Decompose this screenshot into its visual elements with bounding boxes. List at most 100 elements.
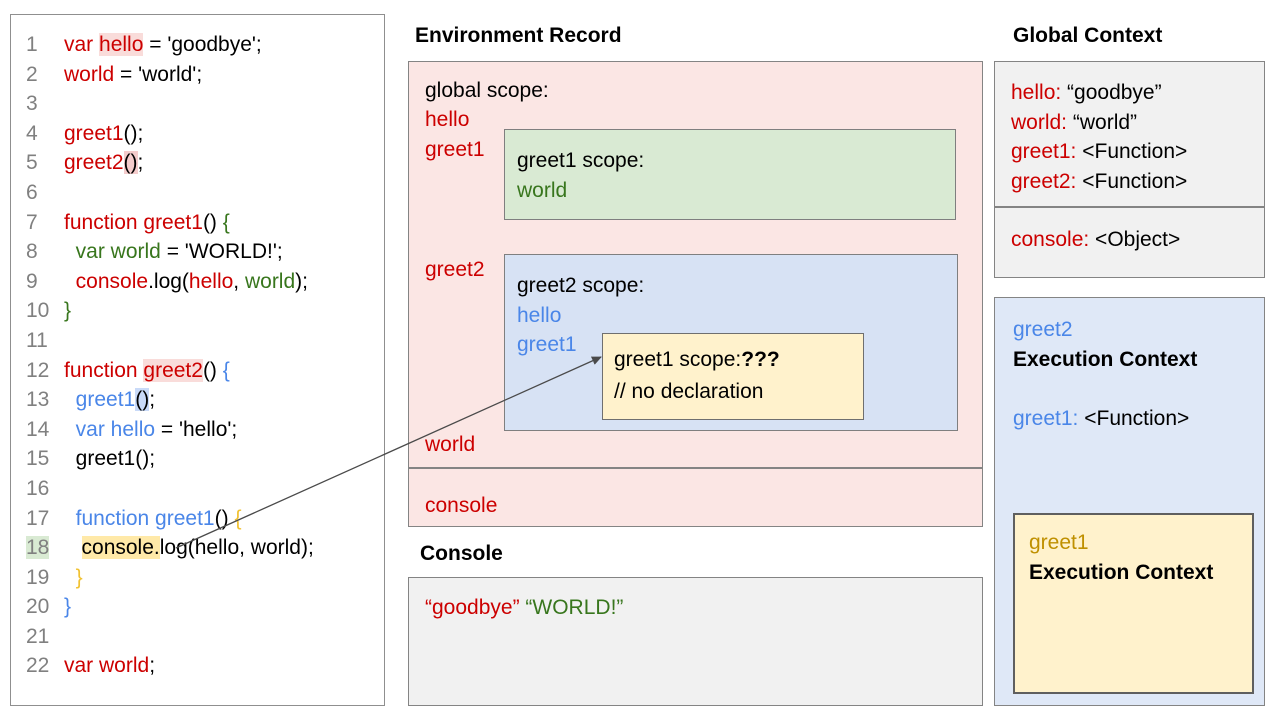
text-segment — [64, 240, 76, 263]
line-number: 20 — [26, 595, 64, 619]
text-segment: “world” — [1067, 110, 1138, 134]
text-segment: greet2 — [143, 358, 203, 382]
line-number: 14 — [26, 418, 64, 442]
line-number: 12 — [26, 359, 64, 383]
text-segment: } — [64, 595, 72, 619]
code-line: 16 — [11, 477, 384, 507]
code-line: 6 — [11, 181, 384, 211]
line-number: 17 — [26, 507, 64, 531]
code-line: 3 — [11, 92, 384, 122]
line-number: 8 — [26, 240, 64, 264]
line-number-text: 9 — [26, 269, 38, 293]
text-segment: hello — [517, 303, 562, 327]
text-segment: hello — [99, 33, 144, 56]
text-segment: var — [64, 33, 100, 56]
code-line: 10} — [11, 299, 384, 329]
text-segment: “goodbye” — [1061, 81, 1162, 104]
text-line: Execution Context — [1029, 558, 1252, 588]
text-segment: hello: — [1011, 81, 1062, 104]
text-segment: greet1 — [64, 121, 124, 145]
text-line: greet1 — [1029, 528, 1252, 558]
code-text: } — [64, 595, 71, 619]
line-number: 13 — [26, 388, 64, 412]
text-line: world — [517, 176, 955, 206]
code-line: 13 greet1(); — [11, 388, 384, 418]
code-line: 9 console.log(hello, world); — [11, 270, 384, 300]
console-variable-box: console — [408, 468, 983, 527]
text-segment: hello — [188, 269, 234, 293]
line-number: 19 — [26, 566, 64, 590]
line-number-text: 1 — [26, 33, 38, 56]
text-segment: greet1 — [1029, 531, 1089, 554]
text-line: hello — [517, 301, 957, 331]
text-segment: greet1(); — [64, 447, 156, 471]
text-segment: } — [75, 565, 83, 589]
global-var-greet1: greet1 — [425, 138, 485, 161]
text-segment: greet1: — [1011, 140, 1077, 163]
global-scope-label: global scope: — [425, 79, 549, 102]
line-number: 9 — [26, 270, 64, 294]
code-text: console.log(hello, world); — [64, 270, 308, 294]
text-segment: } — [64, 299, 72, 323]
code-line: 21 — [11, 625, 384, 655]
code-text: console.log(hello, world); — [64, 536, 314, 560]
text-segment: () — [202, 210, 223, 234]
text-segment: “goodbye” — [425, 596, 520, 619]
text-line — [1013, 374, 1264, 404]
line-number-text: 3 — [26, 92, 38, 116]
line-number-text: 20 — [26, 595, 50, 619]
code-text: function greet2() { — [64, 358, 230, 383]
code-line: 8 var world = 'WORLD!'; — [11, 240, 384, 270]
text-segment: <Function> — [1076, 169, 1188, 193]
line-number: 4 — [26, 122, 64, 146]
code-text: greet1(); — [64, 447, 155, 471]
global-var-world: world — [425, 433, 476, 456]
line-number: 7 — [26, 211, 64, 235]
line-number-text: 4 — [26, 121, 38, 145]
code-text: greet1(); — [64, 388, 155, 412]
code-text: function greet1() { — [64, 506, 242, 531]
line-number-text: 15 — [26, 447, 50, 471]
text-segment: () — [123, 151, 138, 175]
text-line: greet1: <Function> — [1013, 404, 1264, 434]
text-segment: <Function> — [1076, 140, 1188, 163]
code-text: world = 'world'; — [64, 63, 202, 87]
line-number: 15 — [26, 447, 64, 471]
line-number-text: 10 — [26, 299, 50, 323]
code-text: greet1(); — [64, 122, 143, 146]
text-segment: = 'world'; — [114, 62, 203, 86]
code-text: } — [64, 299, 71, 323]
text-segment: greet1 — [517, 333, 577, 356]
text-segment: () — [135, 388, 150, 412]
text-segment: ; — [137, 151, 144, 175]
text-segment — [64, 418, 76, 441]
text-segment: function greet1 — [64, 210, 203, 234]
text-segment: world: — [1011, 110, 1068, 134]
text-segment: console — [75, 269, 149, 293]
code-text: } — [64, 566, 83, 590]
text-line: greet1: <Function> — [1011, 137, 1264, 167]
text-segment: greet2 — [1013, 318, 1073, 341]
text-segment: <Function> — [1078, 406, 1190, 430]
line-number-text: 18 — [26, 536, 50, 560]
code-line: 20} — [11, 595, 384, 625]
text-line: greet2: <Function> — [1011, 167, 1264, 197]
text-segment: = 'WORLD!'; — [160, 240, 283, 264]
text-segment: function greet1 — [75, 506, 215, 530]
text-segment — [64, 388, 76, 411]
code-line: 15 greet1(); — [11, 447, 384, 477]
line-number: 6 — [26, 181, 64, 205]
text-segment — [64, 270, 76, 293]
line-number-text: 8 — [26, 240, 38, 264]
text-segment: greet2: — [1011, 169, 1077, 193]
line-number-text: 6 — [26, 180, 38, 204]
text-segment — [64, 536, 82, 559]
global-var-greet2: greet2 — [425, 258, 485, 281]
